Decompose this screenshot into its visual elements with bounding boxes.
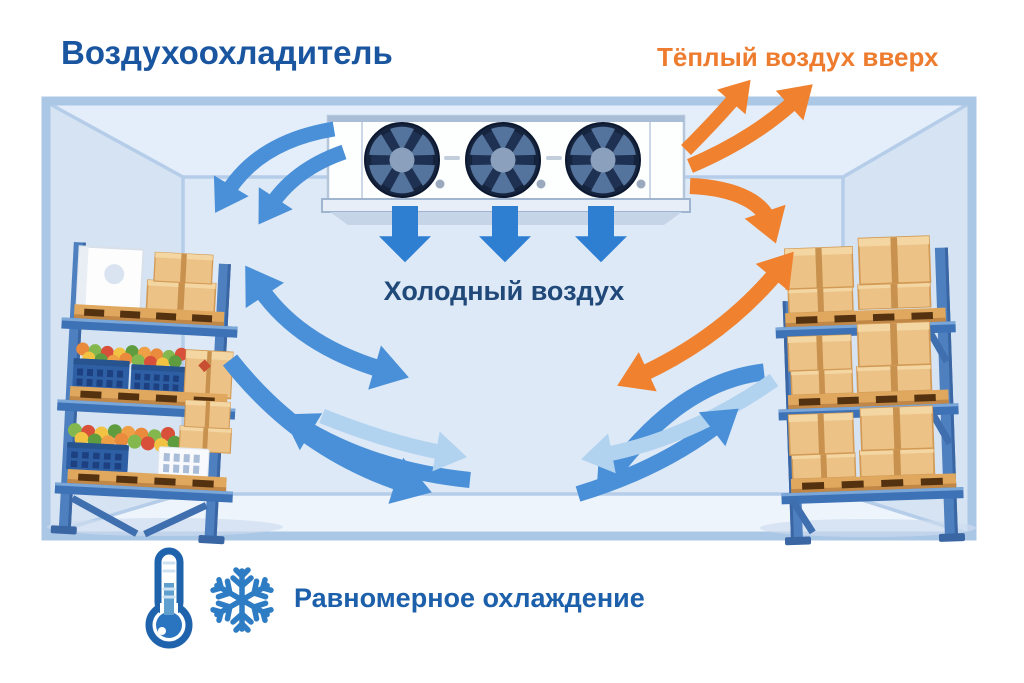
arrowhead xyxy=(388,457,432,504)
room-border xyxy=(41,96,977,541)
arrowhead xyxy=(744,204,786,244)
arrowhead xyxy=(581,433,616,474)
page-title: Воздухоохладитель xyxy=(61,34,393,71)
circulation-arrow xyxy=(293,417,471,488)
fruit-pile xyxy=(68,423,182,453)
arrowhead xyxy=(432,431,467,472)
arrowhead xyxy=(213,175,249,213)
arrowhead xyxy=(775,84,813,121)
air-circulation-arrows xyxy=(213,79,813,504)
warm-air-arrows xyxy=(617,79,813,392)
snowflake-icon xyxy=(208,567,276,634)
arrowhead xyxy=(368,345,409,390)
legend-row: Равномерное охлаждение xyxy=(140,546,645,650)
fan-icon xyxy=(566,123,640,197)
right-rack-shadow xyxy=(760,519,976,537)
uniform-cooling-label: Равномерное охлаждение xyxy=(294,582,645,613)
right-storage-rack xyxy=(775,235,966,546)
thermometer-icon xyxy=(145,547,193,649)
arrowhead xyxy=(258,187,293,225)
cold-air-down-arrows xyxy=(379,206,627,263)
arrowhead xyxy=(617,352,657,392)
warm-air-arrow xyxy=(630,260,789,386)
fan-icon xyxy=(466,123,540,197)
arrowhead xyxy=(755,251,794,292)
arrowhead xyxy=(575,236,627,263)
circulation-arrow xyxy=(248,277,393,381)
box-hole xyxy=(104,264,125,285)
left-storage-rack xyxy=(50,242,238,545)
warm-air-label: Тёплый воздух вверх xyxy=(657,42,939,72)
cold-air-label: Холодный воздух xyxy=(383,276,625,306)
arrowhead xyxy=(379,236,431,263)
arrowhead xyxy=(698,408,739,447)
arrowhead xyxy=(245,265,284,309)
fan-icon xyxy=(365,123,439,197)
arrowhead xyxy=(282,413,323,451)
circulation-arrow-pale xyxy=(596,373,779,464)
arrowhead xyxy=(479,236,531,263)
arrowhead xyxy=(717,79,751,115)
